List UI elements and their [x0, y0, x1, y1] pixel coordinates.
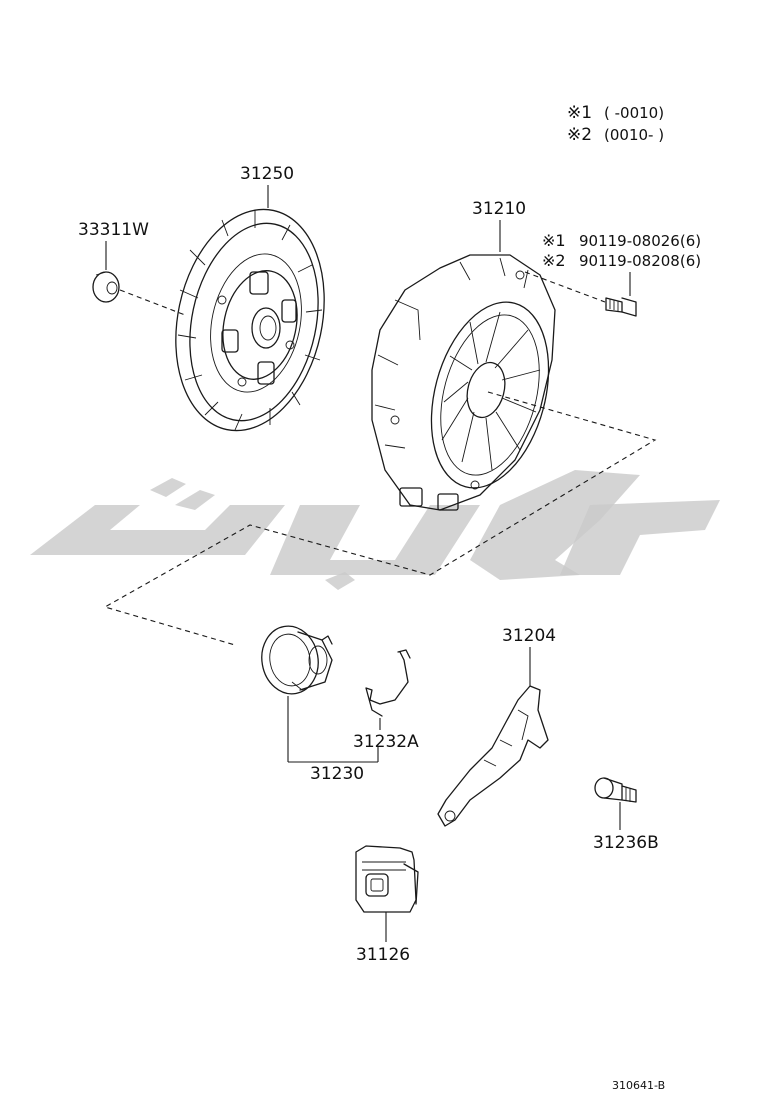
pivot-stud-part [594, 777, 637, 803]
label-31250: 31250 [240, 164, 294, 184]
bolt-1-mark: ※1 [542, 231, 566, 250]
figure-code: 310641-B [612, 1079, 665, 1092]
clutch-disc-part [175, 208, 325, 432]
legend-range-1: ( -0010) [604, 104, 664, 122]
bolt-2-mark: ※2 [542, 251, 566, 270]
cover-bolt-labels: ※1 90119-08026(6) ※2 90119-08208(6) [542, 231, 701, 270]
release-clip-part [365, 649, 411, 717]
legend-range-2: (0010- ) [604, 126, 664, 144]
label-33311w: 33311W [78, 220, 149, 240]
clutch-cover-part [371, 254, 556, 511]
label-31210: 31210 [472, 199, 526, 219]
legend: ※1 ( -0010) ※2 (0010- ) [567, 103, 664, 145]
release-fork-part [437, 685, 549, 827]
legend-mark-2: ※2 [567, 125, 592, 145]
release-boot-part [355, 845, 419, 913]
bolt-1-label: 90119-08026(6) [579, 232, 701, 250]
bearing-leaders [287, 696, 379, 763]
watermark [30, 470, 720, 590]
label-31126: 31126 [356, 945, 410, 965]
cover-bolt-part [605, 297, 637, 317]
label-31204: 31204 [502, 626, 556, 646]
bolt-2-label: 90119-08208(6) [579, 252, 701, 270]
legend-mark-1: ※1 [567, 103, 592, 123]
label-31230: 31230 [310, 764, 364, 784]
release-bearing-part [261, 625, 333, 695]
alignment-lines [103, 271, 657, 646]
label-31236b: 31236B [593, 833, 659, 853]
label-31232a: 31232A [353, 732, 419, 752]
pilot-bearing-part [92, 271, 120, 303]
